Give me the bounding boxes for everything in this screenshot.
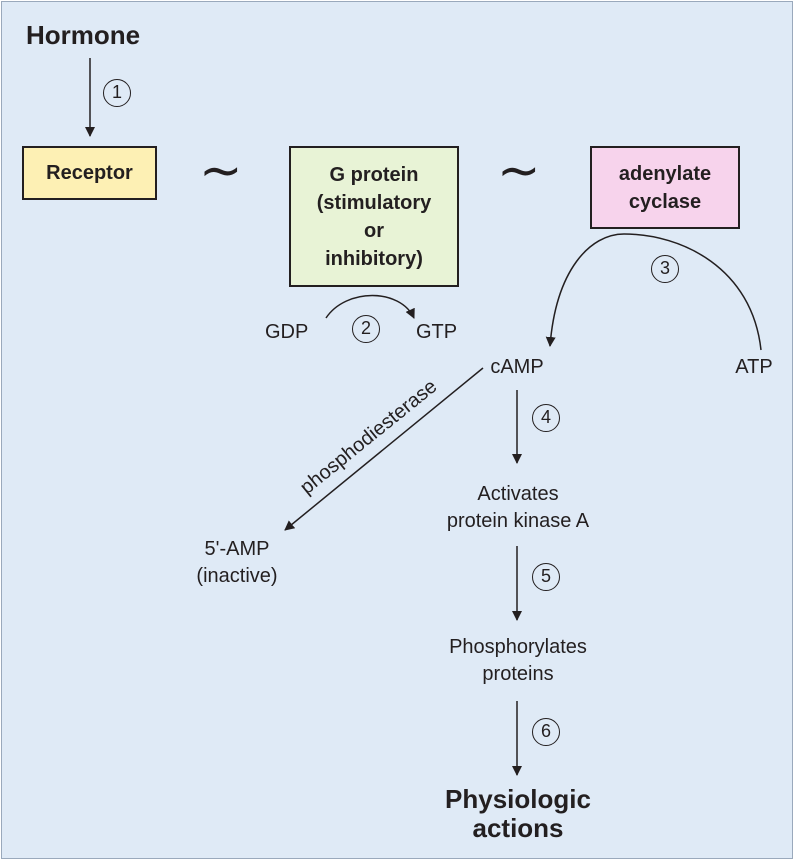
phosphorylates-label: Phosphorylates proteins — [449, 636, 587, 685]
tilde-g-protein-adenylate-cyclase: ~ — [497, 141, 541, 201]
hormone-label: Hormone — [26, 20, 141, 50]
gdp-label: GDP — [265, 321, 309, 343]
tilde-receptor-g-protein: ~ — [199, 141, 243, 201]
step-5-marker: 5 — [532, 563, 560, 591]
five-amp-label: 5'-AMP (inactive) — [196, 538, 278, 587]
arrow-gdp-to-gtp — [325, 294, 415, 319]
arrow-camp-to-5amp — [284, 367, 484, 531]
step-1-marker: 1 — [103, 79, 131, 107]
gtp-label: GTP — [416, 321, 458, 343]
physiologic-actions-label: Physiologic actions — [445, 784, 591, 843]
adenylate-cyclase-box: adenylate cyclase — [590, 146, 740, 229]
g-protein-box: G protein (stimulatory or inhibitory) — [289, 146, 459, 287]
arrow-atp-to-camp — [545, 233, 762, 351]
receptor-box: Receptor — [22, 146, 157, 200]
activates-pka-label: Activates protein kinase A — [446, 483, 590, 532]
step-3-marker: 3 — [651, 255, 679, 283]
step-4-marker: 4 — [532, 404, 560, 432]
step-6-marker: 6 — [532, 718, 560, 746]
atp-label: ATP — [735, 356, 773, 378]
step-2-marker: 2 — [352, 315, 380, 343]
camp-label: cAMP — [490, 356, 544, 378]
